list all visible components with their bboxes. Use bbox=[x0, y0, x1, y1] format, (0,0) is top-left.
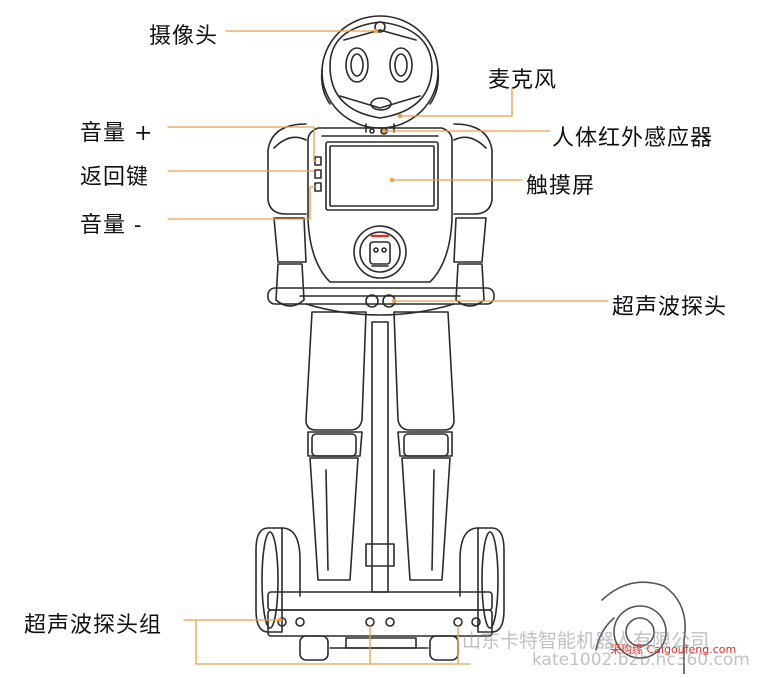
robot-right-arm bbox=[453, 123, 493, 307]
leader-dots bbox=[277, 28, 403, 623]
watermark-site: kate1002.b2b.hc360.com bbox=[532, 650, 750, 670]
watermark-company: 山东卡特智能机器人有限公司 bbox=[462, 630, 710, 652]
touch-screen-panel bbox=[325, 141, 439, 211]
label-touch-screen: 触摸屏 bbox=[526, 174, 596, 199]
back-key-button-icon bbox=[314, 169, 322, 179]
watermark-caigou: 采购缘 Caigoufeng.com bbox=[610, 643, 737, 656]
label-camera: 摄像头 bbox=[149, 24, 219, 49]
camera-lens-icon bbox=[374, 21, 386, 33]
left-wheel bbox=[255, 527, 301, 633]
right-wheel bbox=[459, 527, 505, 633]
robot-left-arm bbox=[267, 123, 307, 307]
label-microphone: 麦克风 bbox=[488, 68, 558, 93]
partial-robot-sketch bbox=[595, 581, 686, 675]
label-ultrasonic-probe: 超声波探头 bbox=[612, 295, 728, 320]
robot-torso bbox=[307, 127, 453, 283]
label-back-key: 返回键 bbox=[80, 165, 150, 190]
label-volume-up: 音量 + bbox=[80, 121, 154, 146]
leader-lines bbox=[167, 30, 609, 665]
ultrasonic-probe-left-icon bbox=[365, 294, 379, 308]
robot-right-leg bbox=[393, 311, 455, 581]
label-ultrasonic-probe-group: 超声波探头组 bbox=[24, 613, 163, 638]
label-volume-down: 音量 - bbox=[80, 213, 143, 238]
robot-left-leg bbox=[305, 311, 367, 581]
label-infrared-sensor: 人体红外感应器 bbox=[552, 126, 714, 151]
robot-head bbox=[320, 15, 440, 133]
chest-emblem bbox=[353, 225, 407, 279]
steering-column bbox=[365, 321, 395, 593]
